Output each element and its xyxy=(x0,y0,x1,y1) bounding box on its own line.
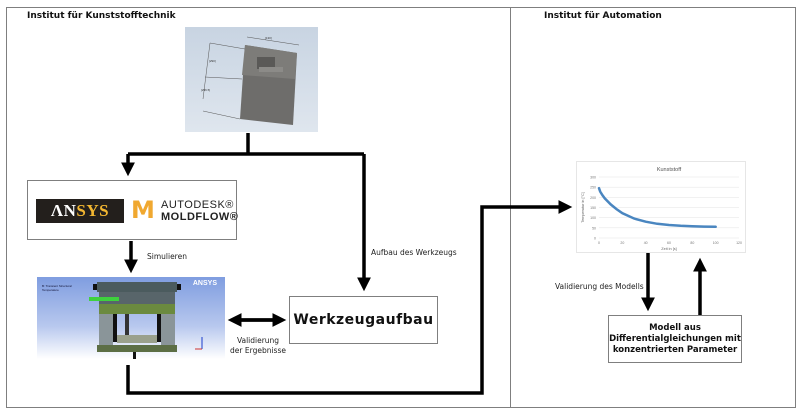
y-tick-label: 100 xyxy=(590,216,596,220)
right-section-title: Institut für Automation xyxy=(544,11,662,21)
x-tick-label: 20 xyxy=(620,241,624,245)
simulate-label: Simulieren xyxy=(147,252,187,261)
simulation-image: B: Transient Structural Temperature ANSY… xyxy=(37,277,225,359)
mold-mesh-drawing: B: Transient Structural Temperature xyxy=(42,282,203,359)
simulation-ansys-brand: ANSYS xyxy=(192,280,217,287)
x-axis-label: Zeit in [s] xyxy=(661,247,676,251)
svg-text:Temperature: Temperature xyxy=(42,288,59,292)
x-tick-label: 80 xyxy=(690,241,694,245)
temperature-chart: Kunststoff 0 50 100 150 200 250 300 0 20 40 60 80 100… xyxy=(576,161,746,253)
y-tick-label: 200 xyxy=(590,196,596,200)
model-line-3: konzentrierten Parameter xyxy=(612,344,738,355)
x-tick-label: 40 xyxy=(644,241,648,245)
x-tick-label: 120 xyxy=(736,241,742,245)
y-tick-label: 0 xyxy=(594,237,596,241)
arrow-to-automation xyxy=(126,200,573,395)
left-section-title: Institut für Kunststofftechnik xyxy=(27,11,176,21)
autodesk-m-logo-icon: M xyxy=(131,196,155,224)
cad-model-image: [130] [290] [296.5] xyxy=(185,27,318,132)
build-tool-label: Aufbau des Werkzeugs xyxy=(371,248,457,257)
ansys-logo: ΛNSYS xyxy=(36,199,124,223)
x-tick-label: 60 xyxy=(667,241,671,245)
y-axis-label: Temperatur in [°C] xyxy=(581,192,585,223)
y-tick-label: 250 xyxy=(590,186,596,190)
svg-text:B: Transient Structural: B: Transient Structural xyxy=(42,284,72,288)
tool-build-box: Werkzeugaufbau xyxy=(289,296,438,344)
y-tick-label: 300 xyxy=(590,176,596,180)
model-line-2: Differentialgleichungen mit xyxy=(609,333,741,344)
validate-results-label: Validierung der Ergebnisse xyxy=(230,336,286,355)
model-box: Modell aus Differentialgleichungen mit k… xyxy=(608,315,742,363)
chart-title: Kunststoff xyxy=(657,167,682,173)
svg-text:[290]: [290] xyxy=(209,59,216,63)
autodesk-wordmark: AUTODESK® xyxy=(161,199,234,211)
x-tick-label: 0 xyxy=(598,241,600,245)
validate-model-label: Validierung des Modells xyxy=(555,282,644,291)
x-tick-label: 100 xyxy=(713,241,719,245)
svg-text:[130]: [130] xyxy=(265,36,272,40)
chart-svg: Kunststoff 0 50 100 150 200 250 300 0 20 40 60 80 100… xyxy=(581,167,742,251)
svg-text:[296.5]: [296.5] xyxy=(201,88,210,92)
arrow-cad-branch xyxy=(121,133,371,292)
cad-part-drawing: [130] [290] [296.5] xyxy=(201,36,300,125)
y-tick-label: 150 xyxy=(590,206,596,210)
series-line-kunststoff xyxy=(597,186,717,229)
model-line-1: Modell aus xyxy=(649,322,701,333)
moldflow-wordmark: MOLDFLOW® xyxy=(161,211,239,223)
y-tick-label: 50 xyxy=(592,226,596,230)
